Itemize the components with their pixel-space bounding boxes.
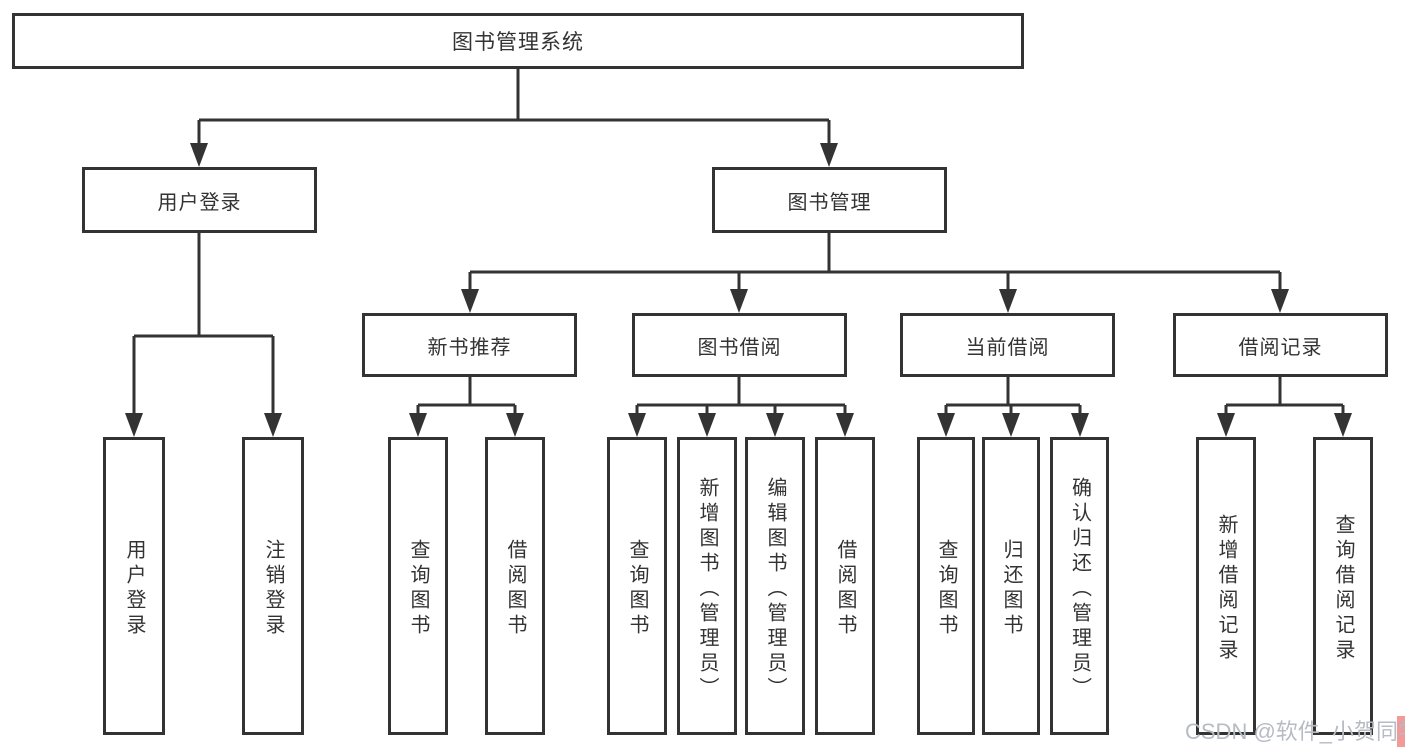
leaf-add-borrow-record: 新增借阅记录 [1196,437,1256,735]
leaf-query-borrow-record: 查询借阅记录 [1313,437,1373,735]
watermark-accent-strip [1397,716,1405,747]
connector-book-borrow [635,377,847,417]
connector-current-borrow [944,377,1082,417]
node-user-login: 用户登录 [82,167,317,233]
node-current-borrow: 当前借阅 [900,313,1115,377]
leaf-return-books: 归还图书 [982,437,1040,735]
leaf-query-books-2: 查询图书 [607,437,667,735]
watermark-text: CSDN @软件_小贺同学 [1185,719,1405,744]
leaf-confirm-return-admin: 确认归还（管理员） [1050,437,1109,735]
connector-borrow-records [1224,377,1345,417]
connector-new-book-recommend [416,377,517,417]
leaf-borrow-books-2: 借阅图书 [815,437,875,735]
node-new-book-recommend: 新书推荐 [362,313,577,377]
leaf-user-login: 用户登录 [103,437,165,735]
node-library-system: 图书管理系统 [12,13,1024,69]
leaf-edit-books-admin: 编辑图书（管理员） [745,437,805,735]
leaf-logout: 注销登录 [242,437,304,735]
connector-root [197,69,831,147]
connector-user-login [132,232,275,417]
leaf-query-books-3: 查询图书 [917,437,975,735]
leaf-add-books-admin: 新增图书（管理员） [677,437,737,735]
connector-book-management [468,233,1282,293]
node-book-management: 图书管理 [712,167,947,233]
leaf-borrow-books-1: 借阅图书 [485,437,545,735]
leaf-query-books-1: 查询图书 [388,437,448,735]
node-borrow-records: 借阅记录 [1173,313,1388,377]
node-book-borrow: 图书借阅 [632,313,847,377]
